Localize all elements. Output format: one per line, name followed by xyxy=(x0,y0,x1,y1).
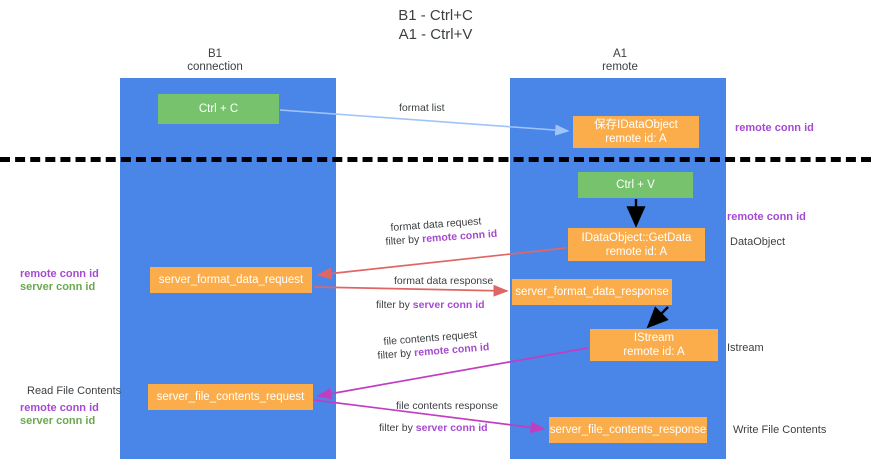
node-istream[interactable]: IStream remote id: A xyxy=(590,329,718,361)
annotation-server-conn-id-left-bottom: server conn id xyxy=(20,415,96,427)
edge-label-format-list: format list xyxy=(399,102,445,114)
filter-by-remote-conn-id: remote conn id xyxy=(421,227,498,246)
node-ctrl-c[interactable]: Ctrl + C xyxy=(158,94,279,124)
node-server-format-data-response[interactable]: server_format_data_response xyxy=(512,279,672,305)
node-server-file-contents-response[interactable]: server_file_contents_response xyxy=(549,417,707,443)
annotation-remote-conn-id-left-bottom: remote conn id xyxy=(20,402,99,414)
edge-label-file-contents-response-line1: file contents response xyxy=(396,400,499,412)
edge-label-file-contents-response-line2: filter by server conn id xyxy=(379,421,488,435)
column-header-b1: B1 connection xyxy=(187,48,243,73)
annotation-remote-conn-id-mid: remote conn id xyxy=(727,211,806,223)
edge-label-format-data-response-line2: filter by server conn id xyxy=(376,298,485,312)
filter-by-server-conn-id: server conn id xyxy=(415,422,488,434)
annotation-dataobject: DataObject xyxy=(730,236,786,248)
filter-by-prefix: filter by xyxy=(379,422,416,434)
filter-by-prefix: filter by xyxy=(385,233,423,248)
node-server-format-data-request[interactable]: server_format_data_request xyxy=(150,267,312,293)
filter-by-prefix: filter by xyxy=(376,299,413,311)
annotation-left-conn-ids-top: remote conn id server conn id xyxy=(20,268,99,294)
annotation-istream: Istream xyxy=(727,342,764,354)
node-server-file-contents-request[interactable]: server_file_contents_request xyxy=(148,384,313,410)
annotation-read-file-contents: Read File Contents xyxy=(27,385,122,397)
node-idataobject[interactable]: 保存IDataObject remote id: A xyxy=(573,116,699,148)
edge-label-format-data-response-line1: format data response xyxy=(394,275,494,287)
annotation-write-file-contents: Write File Contents xyxy=(733,424,827,436)
annotation-left-conn-ids-bottom: remote conn id server conn id xyxy=(20,402,99,428)
filter-by-prefix: filter by xyxy=(377,347,415,362)
diagram-title: B1 - Ctrl+C A1 - Ctrl+V xyxy=(398,7,473,43)
node-idataobject-getdata[interactable]: IDataObject::GetData remote id: A xyxy=(568,228,705,261)
filter-by-server-conn-id: server conn id xyxy=(412,299,485,311)
node-ctrl-v[interactable]: Ctrl + V xyxy=(578,172,693,198)
phase-divider xyxy=(0,157,871,162)
column-header-a1: A1 remote xyxy=(602,48,638,73)
annotation-remote-conn-id-top: remote conn id xyxy=(735,122,814,134)
annotation-server-conn-id-left-top: server conn id xyxy=(20,281,96,293)
annotation-remote-conn-id-left-top: remote conn id xyxy=(20,268,99,280)
